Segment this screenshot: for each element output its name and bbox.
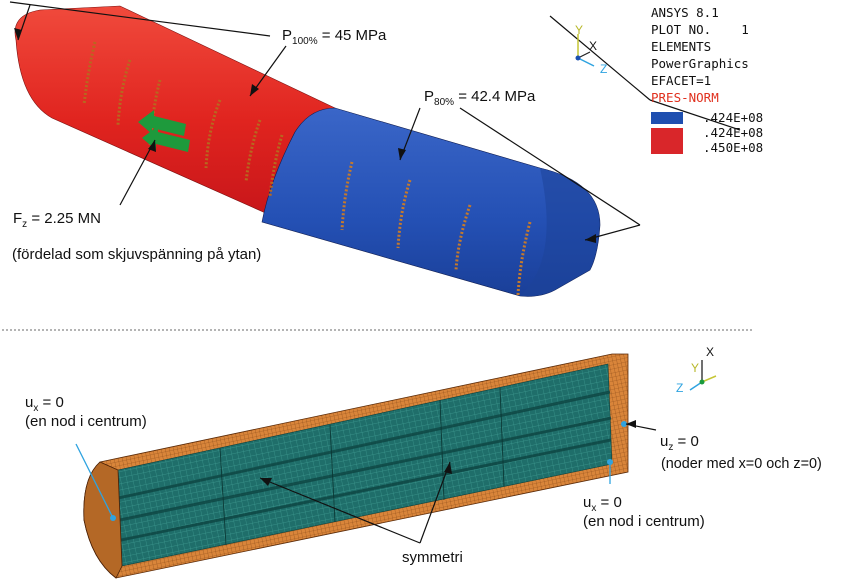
display-type: ELEMENTS: [651, 39, 712, 54]
top-model: [14, 5, 601, 297]
mesh-sections: [219, 387, 505, 546]
arrowhead: [148, 140, 156, 152]
bottom-arrowheads: [260, 420, 636, 486]
ring: [244, 119, 262, 183]
bottom-leader-lines: [75, 443, 611, 517]
pres-norm-label: PRES-NORM: [651, 90, 719, 105]
ring: [454, 204, 472, 271]
ux-right-note: (en nod i centrum): [583, 513, 705, 530]
axis-label-y-top: Y: [575, 23, 584, 37]
ux-left-label: ux = 0: [25, 394, 64, 414]
legend-value: .424E+08: [703, 110, 764, 125]
blue-end-cap: [520, 168, 600, 297]
blue-rings: [340, 161, 532, 296]
node-marker-left: [110, 515, 116, 521]
axis-label-z-bottom: Z: [676, 381, 684, 395]
legend-value: .424E+08: [703, 125, 764, 140]
ansys-version: ANSYS 8.1: [651, 5, 719, 20]
axis-label-x-bottom: X: [706, 345, 715, 359]
legend-swatch: [651, 128, 683, 154]
ring: [268, 134, 284, 197]
ux-left-note: (en nod i centrum): [25, 413, 147, 430]
node-marker-right-top: [621, 421, 627, 427]
legend-swatch: [651, 112, 683, 124]
arrowhead: [585, 234, 596, 243]
force-z-note: (fördelad som skjuvspänning på ytan): [12, 246, 262, 263]
axes-triad-bottom: [689, 360, 717, 391]
mesh-bands: [117, 390, 612, 542]
bottom-model: [83, 353, 629, 579]
force-arrow: [138, 110, 186, 136]
arrowhead: [398, 148, 406, 160]
plot-number: PLOT NO. 1: [651, 22, 749, 37]
efacet-setting: EFACET=1: [651, 73, 712, 88]
symmetry-face: [117, 363, 613, 567]
top-arrowheads: [14, 28, 596, 243]
arrowhead: [626, 420, 636, 428]
arrowhead: [444, 462, 452, 474]
graphics-mode: PowerGraphics: [651, 56, 749, 71]
ring: [82, 41, 97, 106]
axis-label-y-bottom: Y: [691, 361, 700, 375]
axis-label-x-top: X: [589, 39, 598, 53]
ux-right-label: ux = 0: [583, 494, 622, 514]
arrowhead: [14, 28, 22, 40]
force-z-label: Fz = 2.25 MN: [13, 210, 101, 230]
uz-label: uz = 0: [660, 433, 699, 453]
pressure-80-label: P80% = 42.4 MPa: [424, 88, 536, 108]
pressure-100-label: P100% = 45 MPa: [282, 27, 387, 47]
ring: [116, 59, 132, 126]
arrowhead: [260, 478, 272, 486]
arrowhead: [250, 84, 259, 96]
legend-value: .450E+08: [703, 140, 764, 155]
symmetry-label: symmetri: [402, 549, 463, 566]
axes-triad-top: [575, 34, 595, 67]
ring: [204, 99, 222, 169]
axis-label-z-top: Z: [600, 62, 608, 76]
ring: [396, 179, 412, 249]
end-face: [83, 461, 123, 579]
uz-note: (noder med x=0 och z=0): [661, 456, 822, 472]
